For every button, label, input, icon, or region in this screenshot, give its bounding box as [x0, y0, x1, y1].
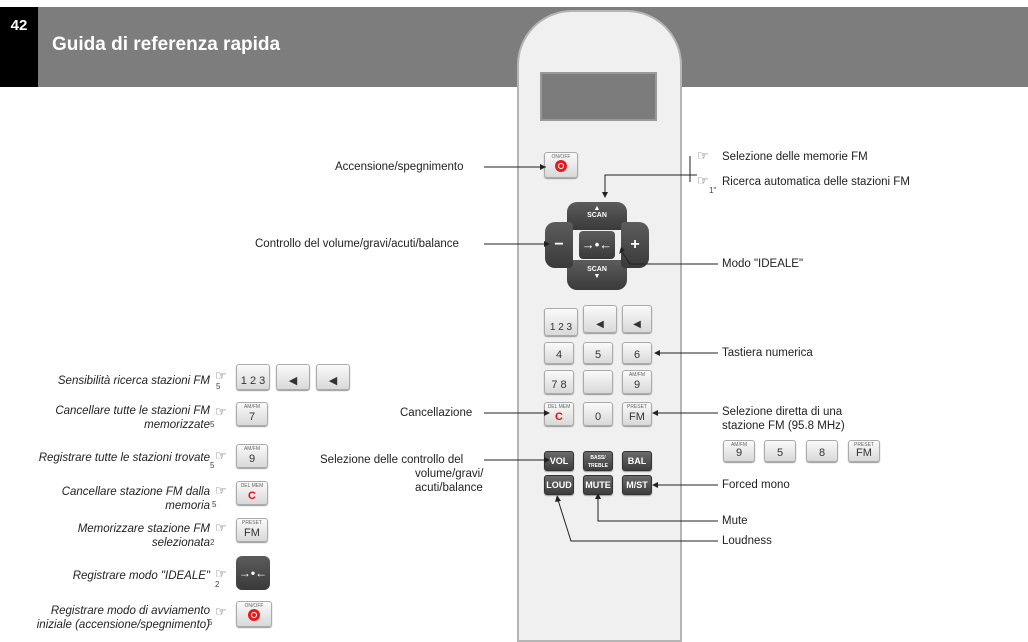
left-label-memorize-2: selezionata: [151, 537, 210, 549]
label-numeric: Tastiera numerica: [722, 347, 813, 359]
scan-up-key[interactable]: ▲SCAN: [567, 202, 627, 230]
power-icon: [555, 160, 567, 172]
hold-time: 2: [215, 580, 220, 589]
label-loudness: Loudness: [722, 535, 772, 547]
left-key-123: 1 2 3: [236, 364, 270, 390]
left-label-register-all: Registrare tutte le stazioni trovate: [38, 452, 210, 464]
hand-icon: ☞: [215, 368, 227, 383]
key-sens-3[interactable]: ◀: [622, 305, 652, 333]
example-key-8: 8: [806, 440, 838, 462]
header-bar: [0, 7, 1028, 87]
hand-icon: ☞: [215, 404, 227, 419]
lcd-display: [540, 72, 657, 121]
label-volume: Controllo del volume/gravi/acuti/balance: [255, 238, 459, 250]
scan-down-key[interactable]: SCAN▼: [567, 260, 627, 290]
label-auto-search: Ricerca automatica delle stazioni FM: [722, 176, 910, 188]
left-key-sens3: ◀: [316, 364, 350, 390]
loud-key[interactable]: LOUD: [544, 475, 574, 495]
plus-key[interactable]: +: [621, 222, 649, 268]
label-direct-fm-1: Selezione diretta di una: [722, 406, 843, 418]
left-label-sensitivity: Sensibilità ricerca stazioni FM: [57, 375, 210, 387]
hand-icon: ☞: [215, 448, 227, 463]
label-cancel: Cancellazione: [400, 407, 473, 419]
page-number: 42: [0, 7, 38, 87]
hold-time: 5: [210, 461, 215, 470]
hold-time: 5: [216, 382, 221, 391]
left-label-memorize-1: Memorizzare stazione FM: [77, 523, 210, 535]
label-power: Accensione/spegnimento: [335, 161, 464, 173]
left-power-key: ON/OFF: [236, 601, 272, 627]
label-vol-select-2: volume/gravi/: [415, 468, 484, 480]
key-sens-2[interactable]: ◀: [583, 305, 617, 333]
example-key-5: 5: [764, 440, 796, 462]
left-ideal-key: →•←: [236, 556, 270, 590]
key-blank[interactable]: [583, 370, 613, 394]
hold-time: 5: [212, 500, 217, 509]
mst-key[interactable]: M/ST: [622, 475, 652, 495]
hand-icon: ☞: [215, 566, 227, 581]
hold-time: 5: [208, 618, 213, 627]
bal-key[interactable]: BAL: [622, 451, 652, 471]
left-label-ideal: Registrare modo "IDEALE": [72, 570, 210, 582]
left-label-delete-all-2: memorizzate: [144, 419, 210, 431]
left-label-startup-2: iniziale (accensione/spegnimento): [36, 619, 210, 631]
page-title: Guida di referenza rapida: [52, 34, 281, 55]
key-6[interactable]: 6: [622, 342, 652, 364]
label-ideal-mode: Modo "IDEALE": [722, 258, 804, 270]
hand-icon: ☞: [215, 604, 227, 619]
key-78[interactable]: 7 8: [544, 370, 574, 394]
hand-icon: ☞: [697, 173, 709, 188]
hold-time: 2: [210, 538, 215, 547]
left-label-delete-one-2: memoria: [165, 500, 210, 512]
label-vol-select-3: acuti/balance: [415, 482, 483, 494]
label-fm-memory: Selezione delle memorie FM: [722, 151, 868, 163]
left-label-delete-all-1: Cancellare tutte le stazioni FM: [55, 405, 210, 417]
hold-time: 1": [709, 186, 717, 195]
key-4[interactable]: 4: [544, 342, 574, 364]
bass-treble-key[interactable]: BASS/ TREBLE: [583, 451, 613, 471]
hand-icon: ☞: [215, 520, 227, 535]
hand-icon: ☞: [215, 483, 227, 498]
left-label-delete-one-1: Cancellare stazione FM dalla: [61, 486, 210, 498]
key-5[interactable]: 5: [583, 342, 613, 364]
key-0[interactable]: 0: [583, 402, 613, 426]
power-key[interactable]: ON/OFF: [544, 152, 578, 178]
power-icon: [248, 609, 260, 621]
minus-key[interactable]: −: [545, 222, 573, 268]
hold-time: 5: [210, 420, 215, 429]
hand-icon: ☞: [697, 148, 709, 163]
ideal-mode-key[interactable]: →•←: [579, 231, 615, 259]
left-key-sens2: ◀: [276, 364, 310, 390]
left-label-startup-1: Registrare modo di avviamento: [50, 605, 210, 617]
label-forced-mono: Forced mono: [722, 479, 790, 491]
label-vol-select-1: Selezione delle controllo del: [320, 454, 464, 466]
label-direct-fm-2: stazione FM (95.8 MHz): [722, 420, 845, 432]
label-mute: Mute: [722, 515, 748, 527]
key-sens-123[interactable]: 1 2 3: [544, 308, 578, 336]
